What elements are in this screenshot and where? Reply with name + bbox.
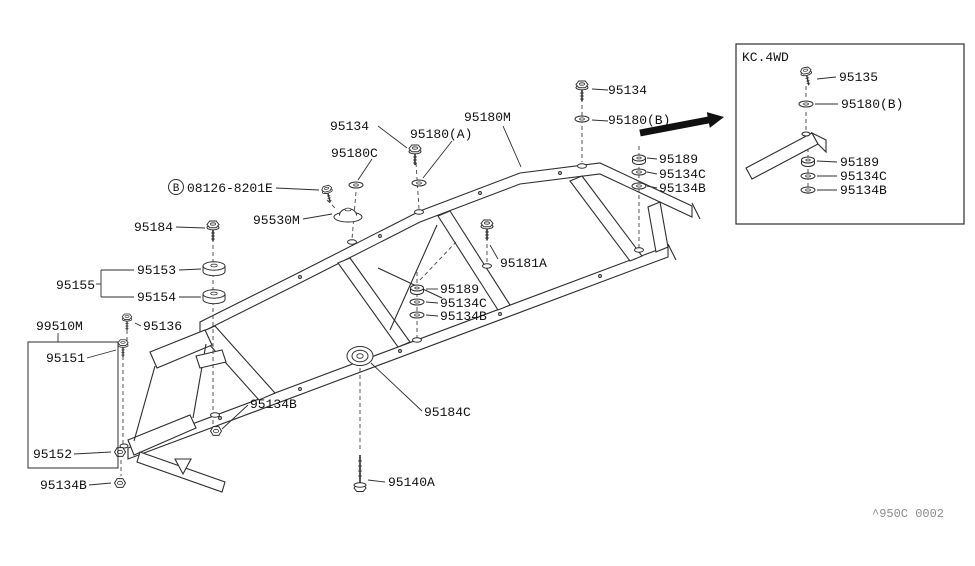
- label-95134C-right: 95134C: [659, 167, 706, 182]
- group-box-99510M: [27, 341, 119, 469]
- washer-icon-95180B-inset: [798, 100, 814, 108]
- label-95530M: 95530M: [253, 213, 300, 228]
- rail-holes: [218, 171, 602, 420]
- grommet-icon-95189-right: [632, 154, 646, 165]
- washer-icon-95134C-mid: [409, 298, 425, 306]
- mount-holes: [119, 163, 644, 449]
- crossmember-3: [437, 210, 511, 311]
- label-95134-mid: 95134: [330, 119, 369, 134]
- label-99510M: 99510M: [36, 319, 83, 334]
- nut-icon-95152: [114, 447, 126, 457]
- inset-label-95134C: 95134C: [840, 169, 887, 184]
- washer-icon-95180C: [348, 181, 364, 189]
- washer-icon-95134C-inset: [800, 172, 816, 180]
- inset-label-95135: 95135: [839, 70, 878, 85]
- inset-title: KC.4WD: [742, 50, 789, 65]
- label-95189-right: 95189: [659, 152, 698, 167]
- label-95134B-stack: 95134B: [440, 309, 487, 324]
- mount-icon-95530M: [333, 207, 363, 223]
- frame-brace-1: [389, 224, 438, 331]
- label-08126-8201E: 08126-8201E: [187, 181, 273, 196]
- bolt-icon-95140A: [353, 455, 367, 492]
- label-95134B-left: 95134B: [40, 478, 87, 493]
- front-upper-bracket: [149, 329, 213, 369]
- crossmember-4: [337, 257, 411, 348]
- cushion-icon-95153: [202, 261, 226, 277]
- bolt-ref-circle: [168, 179, 184, 195]
- label-95136: 95136: [143, 319, 182, 334]
- mount-icon-95184C: [346, 346, 374, 366]
- washer-icon-95134B-right: [631, 182, 647, 190]
- grommet-icon-95189-mid: [410, 284, 424, 295]
- bolt-icon-95136: [121, 313, 133, 331]
- crossmember-2: [569, 175, 643, 262]
- inset-pointer-arrow: [639, 112, 724, 137]
- bolt-icon-95184: [206, 220, 220, 242]
- label-95151: 95151: [46, 351, 85, 366]
- frame-near-rail: [127, 245, 669, 460]
- bolt-icon-95181A: [480, 219, 494, 241]
- front-link-1: [133, 365, 156, 442]
- diagram-code: ^950C 0002: [872, 507, 944, 521]
- label-95134B-mid: 95134B: [250, 397, 297, 412]
- frame-brace-2: [377, 267, 443, 299]
- washer-icon-95134C-right: [631, 168, 647, 176]
- inset-box: [735, 43, 965, 225]
- label-95134-top: 95134: [608, 83, 647, 98]
- grommet-icon-95189-inset: [801, 156, 815, 167]
- label-95154: 95154: [137, 290, 176, 305]
- chassis-frame: [127, 162, 701, 493]
- front-lower-bracket: [127, 414, 197, 456]
- bolt-icon-95134-mid: [408, 144, 422, 166]
- inset-label-95189: 95189: [840, 155, 879, 170]
- part-labels: 95134 95180(B) 95180M 95134 95180(A) 951…: [33, 83, 706, 493]
- nut-icon-95134B-mid: [210, 426, 222, 436]
- rear-endcap-far: [691, 202, 701, 220]
- label-95153: 95153: [137, 263, 176, 278]
- nut-icon-95134B-left: [114, 478, 126, 488]
- rear-endcap-near: [667, 243, 677, 261]
- label-95180C: 95180C: [331, 146, 378, 161]
- label-95184C: 95184C: [424, 405, 471, 420]
- inset-label-95134B: 95134B: [840, 183, 887, 198]
- label-95180A: 95180(A): [410, 127, 472, 142]
- label-95180M: 95180M: [464, 110, 511, 125]
- outrigger-bracket: [195, 349, 227, 369]
- label-95155: 95155: [56, 278, 95, 293]
- label-95184: 95184: [134, 220, 173, 235]
- bolt-icon-95151: [117, 339, 129, 358]
- label-95134B-right: 95134B: [659, 181, 706, 196]
- label-95134C-mid: 95134C: [440, 296, 487, 311]
- crossmember-rear: [647, 201, 669, 253]
- hardware-icons: [114, 80, 647, 492]
- front-lower-crossbar: [136, 451, 226, 493]
- cushion-icon-95154: [202, 289, 226, 305]
- spring-hanger: [174, 458, 192, 476]
- label-95181A: 95181A: [500, 256, 547, 271]
- label-95152: 95152: [33, 447, 72, 462]
- inset-label-95180B: 95180(B): [841, 97, 903, 112]
- leader-lines: [57, 88, 658, 486]
- label-95180B-top: 95180(B): [608, 113, 670, 128]
- bolt-icon-95135: [799, 65, 815, 88]
- label-95140A: 95140A: [388, 475, 435, 490]
- washer-icon-95180B-top: [574, 115, 590, 123]
- bolt-ref-prefix: B: [173, 183, 180, 195]
- inset-leader-lines: [815, 76, 838, 191]
- bolt-icon-95134-top: [575, 80, 589, 102]
- washer-icon-95134B-mid: [409, 311, 425, 319]
- washer-icon-95134B-inset: [800, 186, 816, 194]
- inset-kc4wd: KC.4WD 95135 95180(B) 95189 95134C 95134…: [735, 43, 965, 225]
- washer-icon-95180A: [411, 179, 427, 187]
- label-95189-mid: 95189: [440, 282, 479, 297]
- inset-crossmember: [745, 131, 827, 180]
